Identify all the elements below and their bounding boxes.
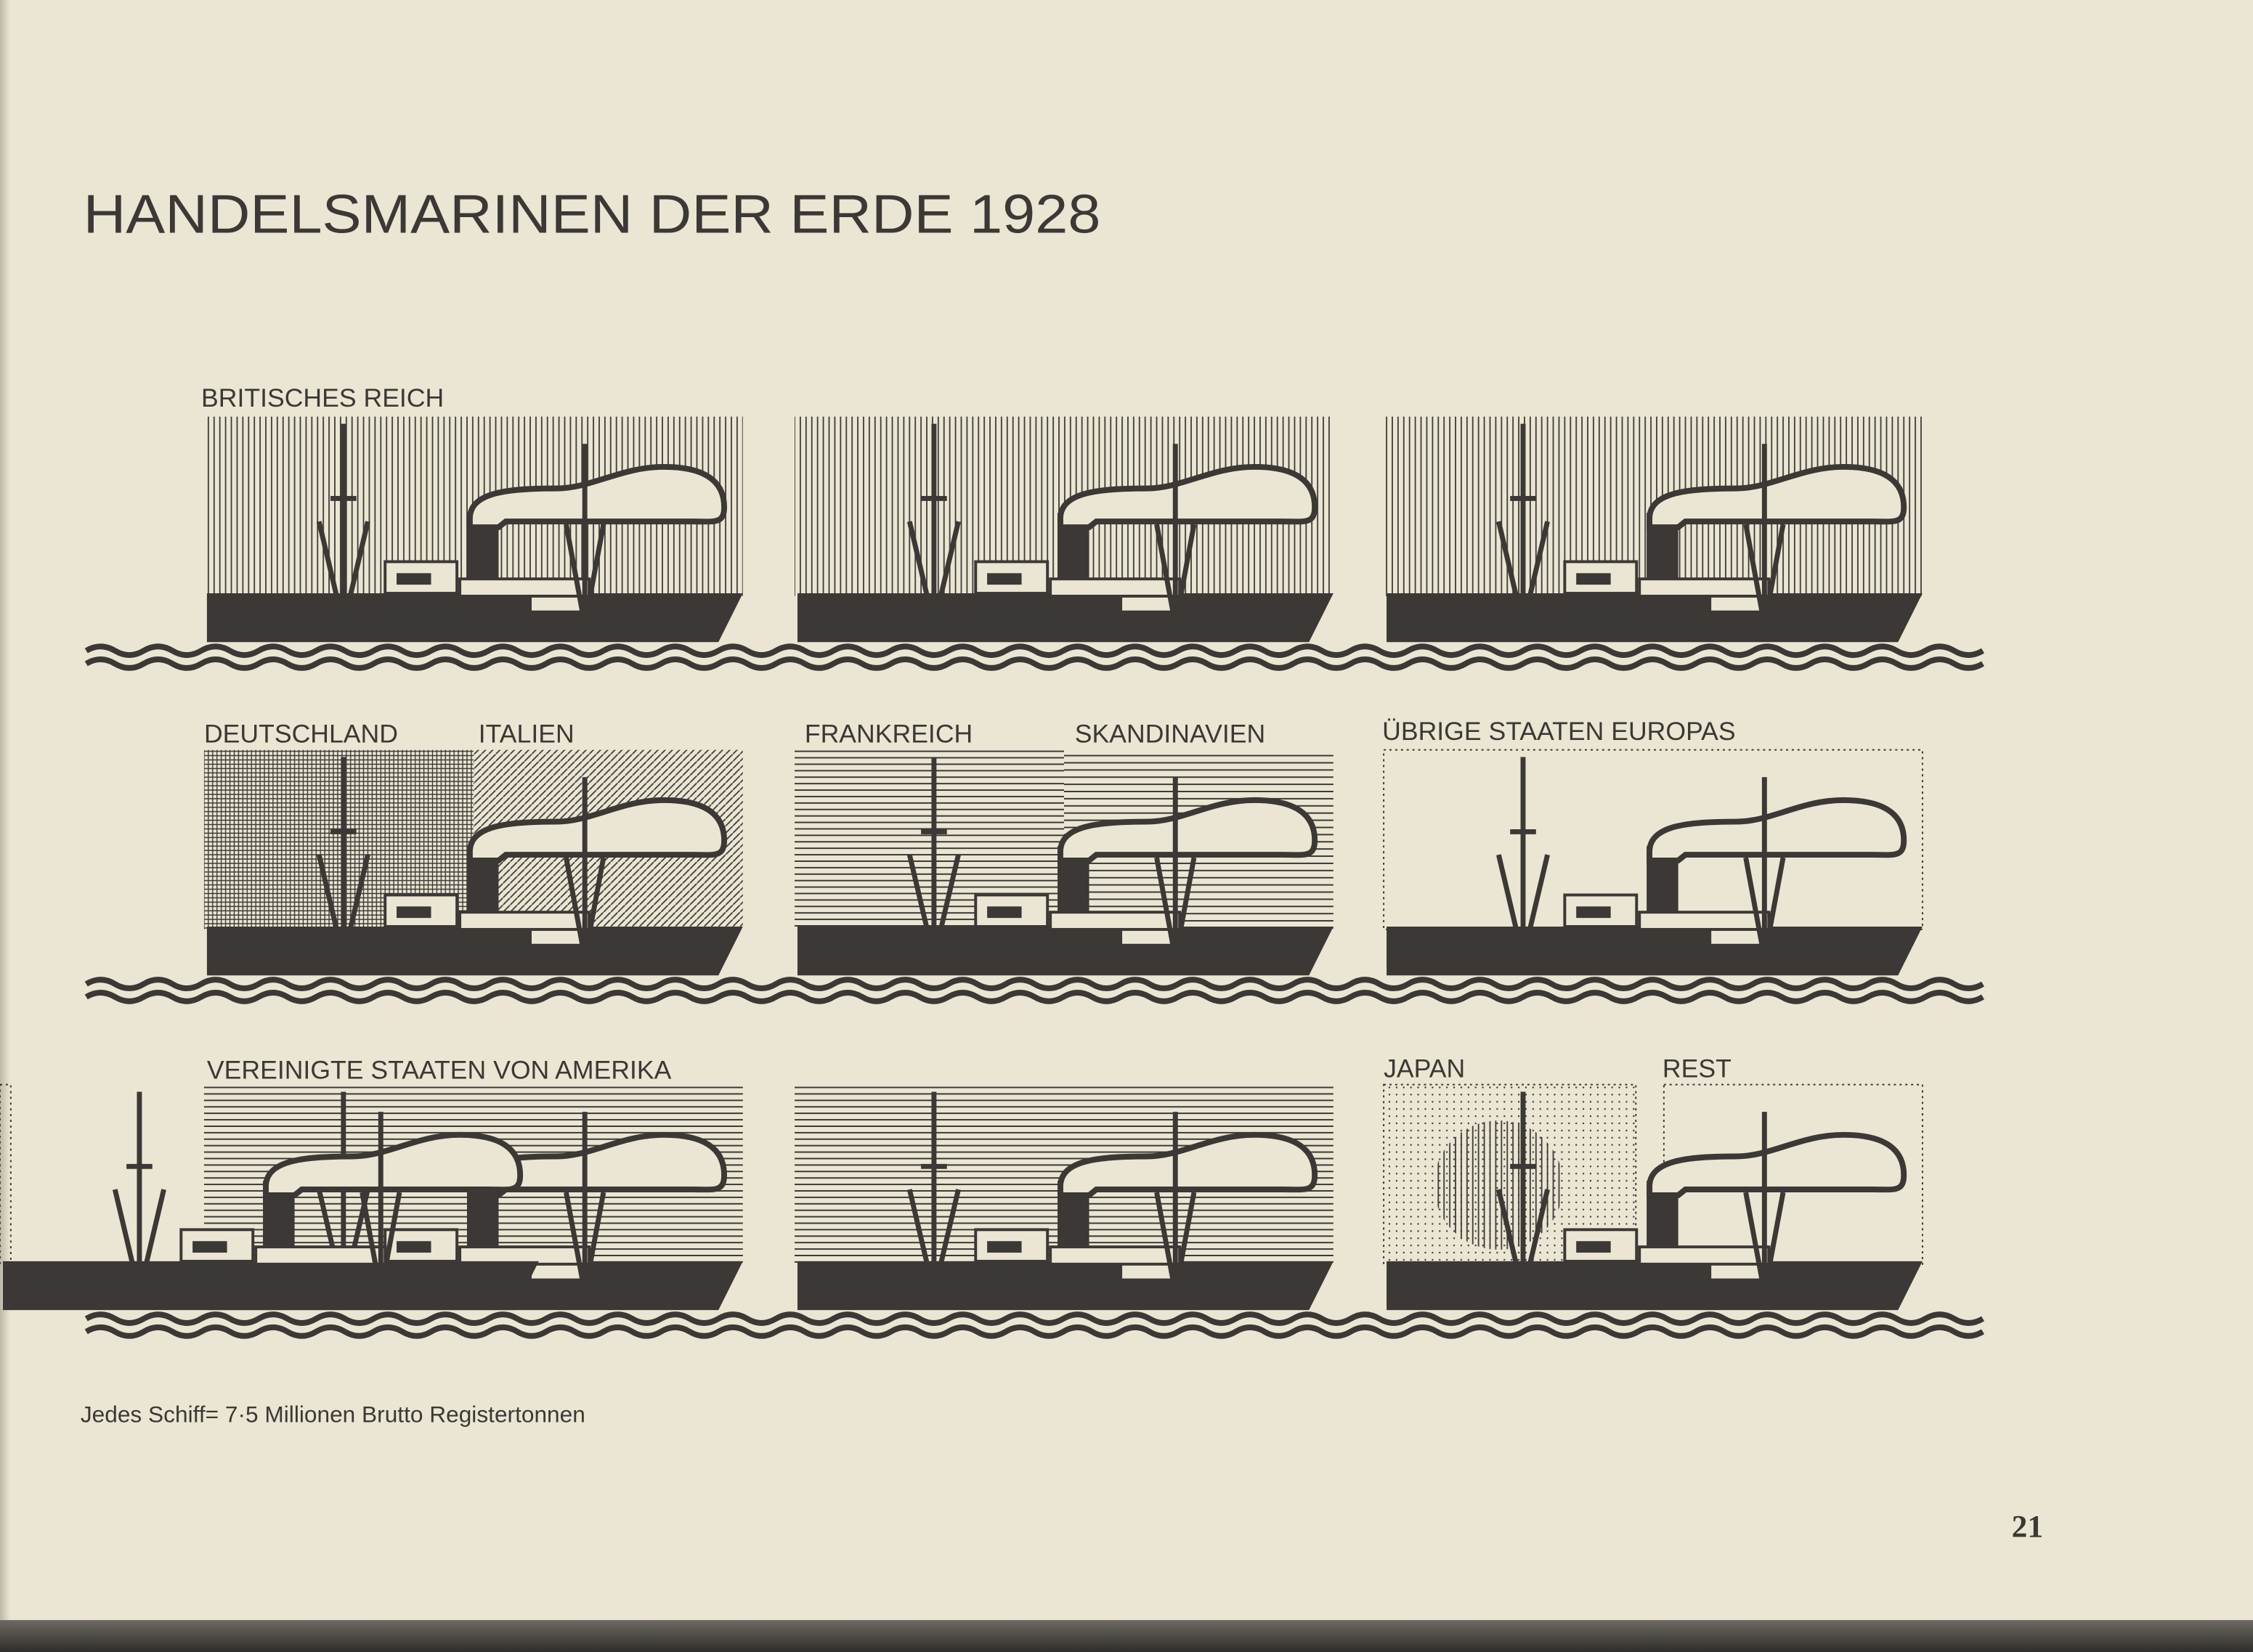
wave-line — [84, 656, 1985, 671]
japan-sun-symbol — [1434, 1120, 1564, 1250]
label-usa: VEREINIGTE STAATEN VON AMERIKA — [207, 1056, 672, 1085]
label-uebrige-europa: ÜBRIGE STAATEN EUROPAS — [1382, 717, 1736, 746]
label-italien: ITALIEN — [479, 720, 575, 749]
wave-line — [84, 977, 1985, 991]
wave-line — [84, 1311, 1985, 1326]
chart-title: HANDELSMARINEN DER ERDE 1928 — [84, 183, 1101, 244]
label-britisches-reich: BRITISCHES REICH — [201, 383, 444, 412]
label-skandinavien: SKANDINAVIEN — [1075, 720, 1265, 749]
ship-icon — [1387, 757, 1923, 976]
wave-line — [84, 1324, 1985, 1339]
label-deutschland: DEUTSCHLAND — [204, 720, 398, 749]
page-bottom-edge — [0, 1620, 2253, 1652]
page-number: 21 — [2012, 1510, 2044, 1545]
background--brige-staaten-europas — [1383, 749, 1923, 930]
label-japan: JAPAN — [1384, 1054, 1465, 1083]
label-frankreich: FRANKREICH — [805, 720, 973, 749]
unit-legend: Jedes Schiff= 7·5 Millionen Brutto Regis… — [81, 1401, 585, 1427]
wave-line — [84, 643, 1985, 659]
label-rest: REST — [1663, 1054, 1732, 1083]
wave-line — [84, 990, 1985, 1004]
page-gutter — [0, 0, 10, 1652]
background-rest — [0, 1083, 12, 1265]
